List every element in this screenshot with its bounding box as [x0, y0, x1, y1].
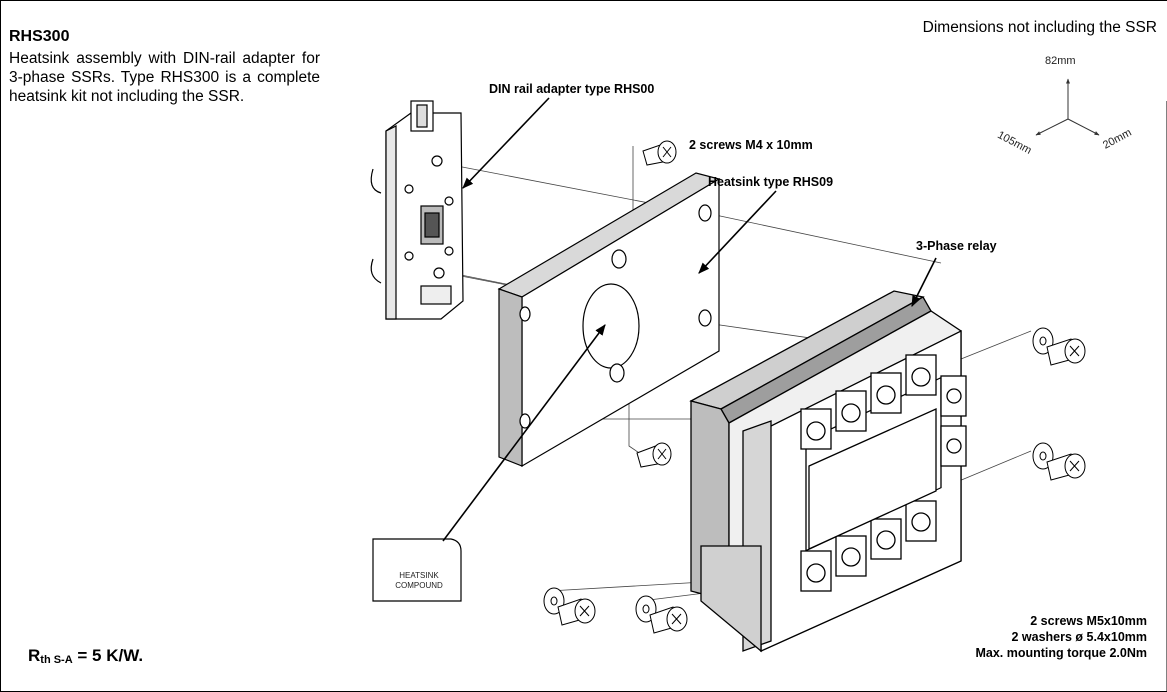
heatsink-compound-sachet [372, 538, 462, 602]
m4-screws-label: 2 screws M4 x 10mm [689, 138, 813, 152]
m4-screw-top [642, 140, 677, 166]
heatsink-label: Heatsink type RHS09 [708, 175, 834, 189]
three-phase-relay [689, 290, 967, 653]
thermal-symbol: R [28, 646, 41, 665]
compound-line-1: HEATSINK [399, 571, 439, 580]
washers-note: 2 washers ø 5.4x10mm [1011, 630, 1148, 644]
product-title: RHS300 [9, 28, 70, 45]
m5-screw-right-top [1032, 327, 1086, 366]
m5-screws-note: 2 screws M5x10mm [1030, 614, 1147, 628]
thermal-value: = 5 K/W. [72, 646, 144, 665]
product-description: Heatsink assembly with DIN-rail adapter … [9, 50, 320, 105]
heatsink-compound-label: HEATSINK COMPOUND [377, 571, 461, 591]
heatsink-plate [497, 172, 721, 468]
dimension-height-label: 82mm [1045, 55, 1076, 67]
dimension-axes [1035, 78, 1100, 136]
callout-arrows [442, 97, 937, 542]
torque-note: Max. mounting torque 2.0Nm [975, 646, 1147, 660]
relay-label: 3-Phase relay [916, 239, 997, 253]
compound-line-2: COMPOUND [395, 581, 443, 590]
m5-screw-bottom-left [543, 587, 596, 626]
din-adapter-label: DIN rail adapter type RHS00 [489, 82, 655, 96]
m4-screw-bottom [636, 442, 672, 468]
thermal-resistance: Rth S-A = 5 K/W. [28, 646, 143, 666]
mounting-notes: 2 screws M5x10mm 2 washers ø 5.4x10mm Ma… [975, 613, 1147, 661]
m5-screw-bottom-right [635, 595, 688, 634]
thermal-subscript: th S-A [40, 654, 73, 666]
m5-screw-right-bottom [1032, 442, 1086, 481]
din-rail-adapter [370, 100, 464, 320]
dimensions-note: Dimensions not including the SSR [922, 19, 1157, 36]
